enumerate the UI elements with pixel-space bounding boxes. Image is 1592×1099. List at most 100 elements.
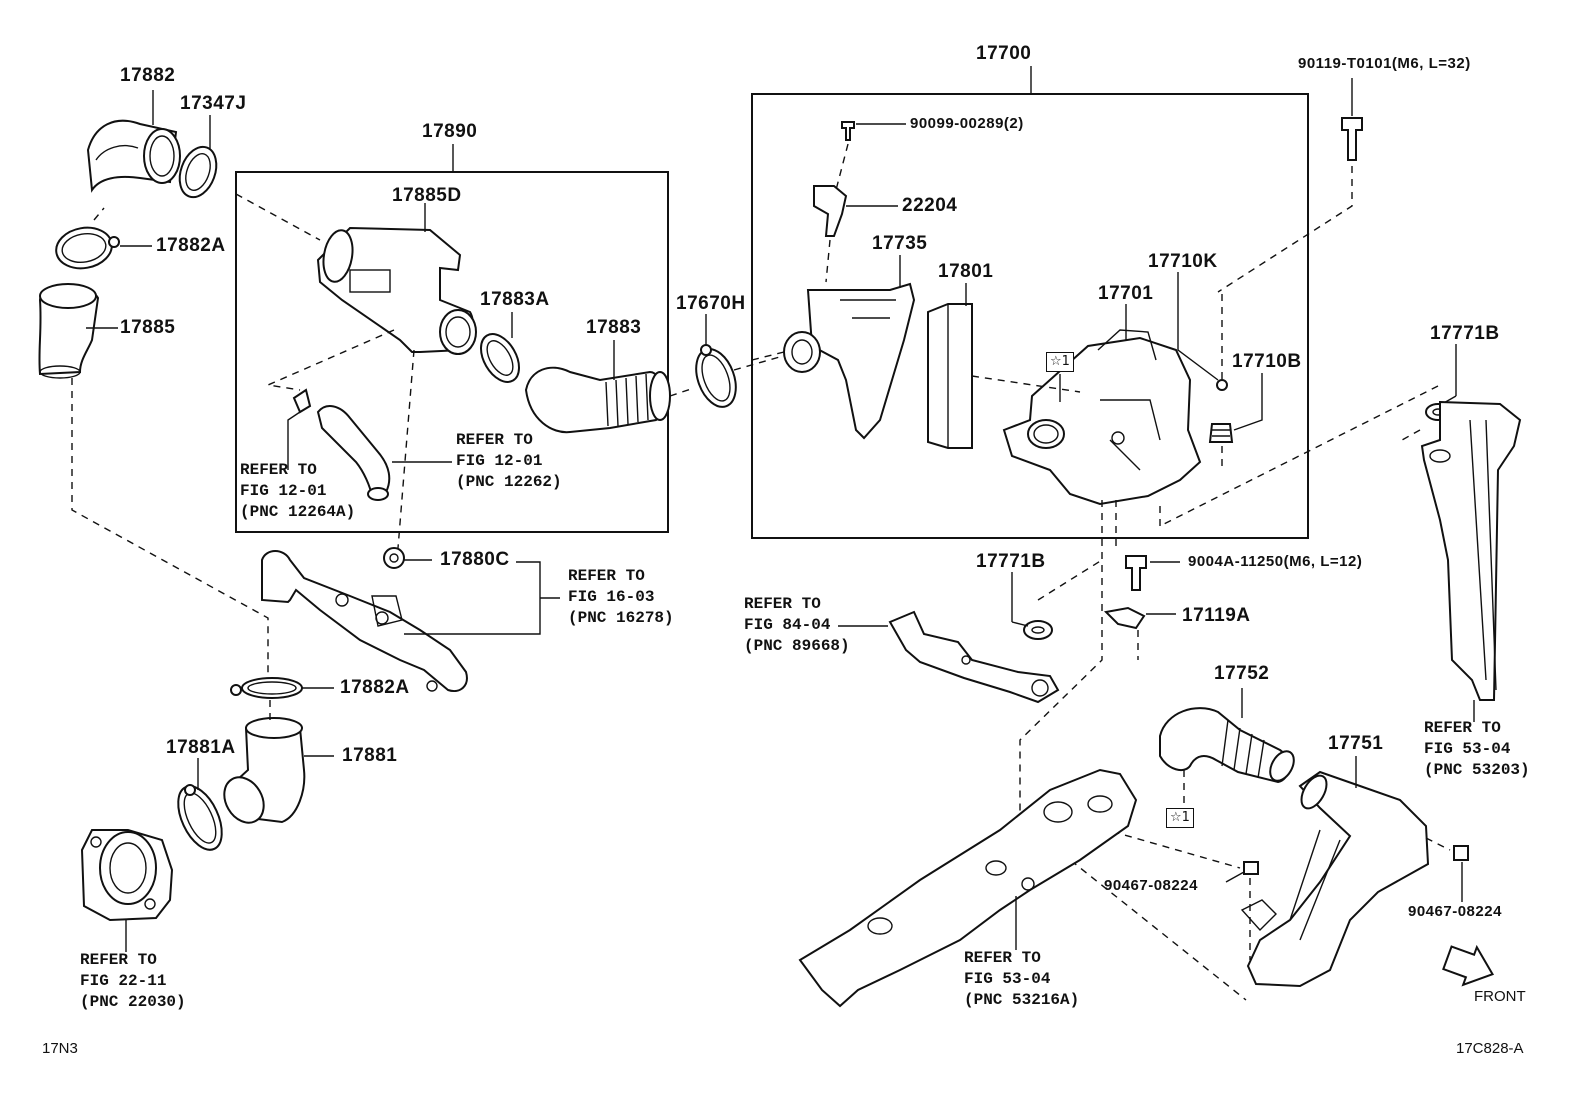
front-arrow-icon xyxy=(1442,944,1495,987)
refer-note-89668: REFER TO FIG 84-04 (PNC 89668) xyxy=(744,594,850,657)
part-90119-bolt xyxy=(1341,117,1363,161)
refer-line: (PNC 53216A) xyxy=(964,991,1080,1009)
star-marker-2: ☆1 xyxy=(1166,808,1194,828)
label-90099: 90099-00289(2) xyxy=(910,115,1024,132)
refer-line: REFER TO xyxy=(240,461,317,479)
refer-line: FIG 12-01 xyxy=(456,452,543,470)
part-17735-upper-case xyxy=(783,282,916,440)
label-17735: 17735 xyxy=(872,233,928,254)
label-17771B-mid: 17771B xyxy=(976,551,1046,572)
part-17801-element xyxy=(927,303,973,449)
label-17771B-right: 17771B xyxy=(1430,323,1500,344)
part-17710B-grommet xyxy=(1208,423,1234,443)
part-17882A-clamp-mid xyxy=(230,677,303,699)
refer-line: (PNC 22030) xyxy=(80,993,186,1011)
part-hose-12262 xyxy=(316,405,391,501)
refer-line: FIG 53-04 xyxy=(1424,740,1511,758)
refer-line: (PNC 12264A) xyxy=(240,503,356,521)
label-17883: 17883 xyxy=(586,317,642,338)
refer-line: FIG 22-11 xyxy=(80,972,167,990)
part-17701-lower-case xyxy=(1002,329,1202,506)
refer-line: FIG 53-04 xyxy=(964,970,1051,988)
part-17882A-clamp-top xyxy=(55,226,120,270)
part-17882-elbow xyxy=(86,119,181,193)
label-17885D: 17885D xyxy=(392,185,462,206)
refer-note-53216A: REFER TO FIG 53-04 (PNC 53216A) xyxy=(964,948,1079,1011)
part-17119A-clip xyxy=(1103,606,1146,630)
part-90099-screw xyxy=(841,121,855,141)
part-17347J-clamp xyxy=(178,145,218,199)
refer-line: REFER TO xyxy=(456,431,533,449)
label-17881: 17881 xyxy=(342,745,398,766)
refer-note-53203: REFER TO FIG 53-04 (PNC 53203) xyxy=(1424,718,1530,781)
refer-line: REFER TO xyxy=(744,595,821,613)
label-17700: 17700 xyxy=(976,43,1032,64)
front-label: FRONT xyxy=(1474,988,1526,1005)
diagram-code-left: 17N3 xyxy=(42,1040,78,1057)
refer-line: REFER TO xyxy=(1424,719,1501,737)
part-17751-duct xyxy=(1240,770,1430,988)
label-17882A-top: 17882A xyxy=(156,235,226,256)
refer-line: FIG 12-01 xyxy=(240,482,327,500)
refer-note-12264A: REFER TO FIG 12-01 (PNC 12264A) xyxy=(240,460,355,523)
label-90467-right: 90467-08224 xyxy=(1408,903,1502,920)
label-17885: 17885 xyxy=(120,317,176,338)
part-17881A-clamp xyxy=(177,784,223,851)
part-bracket-53203 xyxy=(1420,400,1522,701)
label-22204: 22204 xyxy=(902,195,958,216)
label-90119-spec: (M6, L=32) xyxy=(1391,55,1471,72)
assembly-box-17890 xyxy=(235,171,669,533)
assembly-box-17700 xyxy=(751,93,1309,539)
refer-note-16278: REFER TO FIG 16-03 (PNC 16278) xyxy=(568,566,674,629)
star-marker-1: ☆1 xyxy=(1046,352,1074,372)
refer-line: FIG 16-03 xyxy=(568,588,655,606)
part-throttle-body-22030 xyxy=(80,829,174,922)
part-17883-hose xyxy=(524,366,671,434)
part-22204-sensor xyxy=(813,185,848,237)
label-17881A: 17881A xyxy=(166,737,236,758)
refer-note-12262: REFER TO FIG 12-01 (PNC 12262) xyxy=(456,430,562,493)
label-17882: 17882 xyxy=(120,65,176,86)
part-17880C-grommet xyxy=(383,547,405,569)
refer-line: (PNC 89668) xyxy=(744,637,850,655)
label-17710K: 17710K xyxy=(1148,251,1218,272)
label-17751: 17751 xyxy=(1328,733,1384,754)
refer-line: (PNC 16278) xyxy=(568,609,674,627)
label-90119-number: 90119-T0101 xyxy=(1298,55,1392,72)
refer-note-22030: REFER TO FIG 22-11 (PNC 22030) xyxy=(80,950,186,1013)
label-17119A: 17119A xyxy=(1182,605,1251,626)
part-17885D-duct xyxy=(316,226,477,355)
part-17752-hose xyxy=(1159,707,1295,784)
part-17710K-clip xyxy=(1216,379,1228,391)
refer-line: (PNC 53203) xyxy=(1424,761,1530,779)
part-9004A-bolt xyxy=(1125,555,1147,591)
label-9004A: 9004A-11250(M6, L=12) xyxy=(1188,554,1362,569)
refer-line: REFER TO xyxy=(568,567,645,585)
label-17890: 17890 xyxy=(422,121,478,142)
label-90467-left: 90467-08224 xyxy=(1104,877,1198,894)
label-9004A-number: 9004A-11250 xyxy=(1188,553,1284,570)
label-17710B: 17710B xyxy=(1232,351,1302,372)
refer-line: REFER TO xyxy=(964,949,1041,967)
part-clip-12264A xyxy=(292,388,312,414)
label-17752: 17752 xyxy=(1214,663,1270,684)
diagram-code-right: 17C828-A xyxy=(1456,1040,1524,1057)
part-17881-elbow xyxy=(223,717,306,824)
label-17880C: 17880C xyxy=(440,549,510,570)
label-17882A-mid: 17882A xyxy=(340,677,410,698)
label-17347J: 17347J xyxy=(180,93,247,114)
label-17883A: 17883A xyxy=(480,289,550,310)
refer-line: (PNC 12262) xyxy=(456,473,562,491)
refer-line: FIG 84-04 xyxy=(744,616,831,634)
refer-line: REFER TO xyxy=(80,951,157,969)
part-90467-clip-right xyxy=(1453,845,1469,861)
part-bracket-89668 xyxy=(888,610,1060,704)
part-pipe-bracket xyxy=(261,550,468,692)
part-17771B-grommet-mid xyxy=(1023,620,1053,640)
part-17885-hose xyxy=(38,283,100,379)
part-17883A-clamp xyxy=(480,333,520,383)
part-90467-clip-left xyxy=(1243,861,1259,875)
label-90119: 90119-T0101(M6, L=32) xyxy=(1298,56,1471,71)
